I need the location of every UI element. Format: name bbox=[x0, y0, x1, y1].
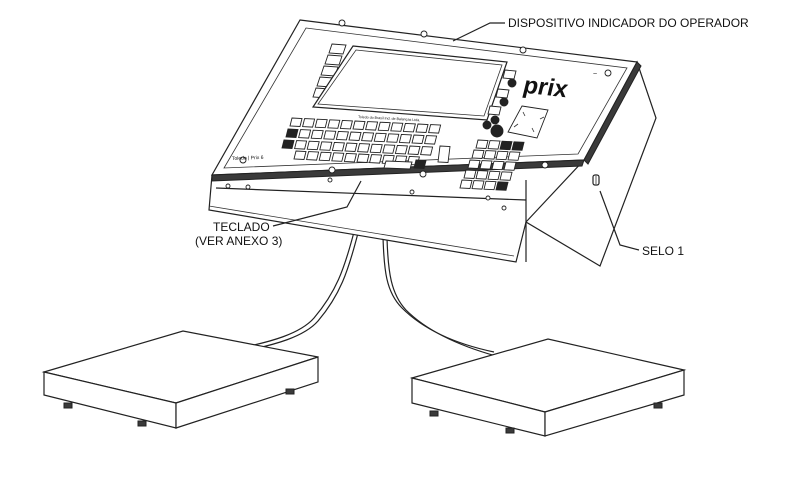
keyboard-key bbox=[487, 170, 501, 181]
keyboard-key bbox=[407, 145, 421, 155]
keyboard-key bbox=[475, 139, 489, 149]
keyboard-key bbox=[319, 141, 333, 151]
keyboard-key bbox=[507, 151, 521, 161]
keyboard-key bbox=[483, 150, 497, 160]
keyboard-key bbox=[487, 140, 501, 150]
keyboard-key bbox=[413, 159, 427, 169]
direction-pad-icon bbox=[507, 105, 549, 139]
keyboard-key bbox=[411, 134, 425, 144]
callout-keyboard: TECLADO (VER ANEXO 3) bbox=[195, 180, 362, 248]
brand-logo: prix bbox=[520, 72, 571, 103]
keyboard-key bbox=[428, 124, 442, 134]
power-button-icon bbox=[490, 124, 504, 138]
seal-screw bbox=[592, 174, 600, 186]
keyboard-key bbox=[310, 129, 324, 140]
callout-operator-indicator: DISPOSITIVO INDICADOR DO OPERADOR bbox=[452, 16, 749, 42]
keyboard-key bbox=[471, 149, 485, 159]
keyboard-key bbox=[463, 169, 477, 179]
keyboard-key bbox=[459, 179, 473, 189]
keyboard-key bbox=[335, 130, 349, 141]
keyboard-key bbox=[471, 180, 485, 190]
keyboard-key bbox=[495, 181, 509, 191]
keyboard-key bbox=[348, 131, 362, 141]
keyboard-key bbox=[306, 140, 320, 151]
keyboard-key bbox=[499, 171, 513, 181]
keyboard-key bbox=[424, 135, 438, 145]
keyboard-key bbox=[491, 160, 505, 171]
callout-seal: SELO 1 bbox=[599, 190, 684, 258]
keyboard-key bbox=[398, 133, 412, 144]
keyboard-key bbox=[339, 119, 353, 130]
keyboard-key bbox=[394, 144, 408, 155]
keyboard-key bbox=[293, 150, 307, 160]
screw-holes bbox=[225, 19, 612, 211]
keyboard-key bbox=[356, 153, 370, 163]
keyboard-key bbox=[314, 118, 328, 129]
keyboard-key bbox=[323, 130, 337, 140]
keyboard-key bbox=[382, 144, 396, 154]
keyboard-key bbox=[415, 123, 429, 133]
cable-right bbox=[382, 236, 497, 357]
keyboard-key bbox=[318, 151, 332, 162]
keyboard-key bbox=[298, 129, 312, 139]
keyboard-key bbox=[467, 159, 481, 169]
keyboard-key bbox=[344, 142, 358, 152]
keyboard-key bbox=[373, 132, 387, 143]
keyboard-key bbox=[357, 143, 371, 153]
screen-caption: Toledo do Brasil Ind. de Balanças Ltda. bbox=[358, 115, 420, 122]
keyboard-key bbox=[499, 140, 513, 151]
keyboard-key bbox=[475, 170, 489, 180]
keyboard-key bbox=[390, 122, 404, 132]
keyboard-key bbox=[377, 121, 391, 132]
keyboard-key bbox=[361, 132, 375, 142]
keyboard-key bbox=[281, 139, 295, 149]
keyboard-key bbox=[302, 118, 316, 128]
operator-indicator: Toledo do Brasil Ind. de Balanças Ltda. … bbox=[208, 19, 657, 267]
keyboard-key bbox=[511, 141, 525, 151]
label-operator-indicator: DISPOSITIVO INDICADOR DO OPERADOR bbox=[508, 16, 749, 30]
keyboard-key bbox=[306, 151, 320, 161]
keyboard-key bbox=[483, 180, 497, 191]
weighing-platform-left bbox=[41, 330, 319, 429]
keyboard-key bbox=[289, 117, 303, 127]
cable-left bbox=[239, 231, 359, 352]
keyboard-key bbox=[495, 150, 509, 161]
keyboard-key bbox=[402, 122, 416, 133]
keyboard-key bbox=[437, 145, 451, 163]
logo-mark: ~ bbox=[593, 71, 597, 78]
label-keyboard-line1: TECLADO bbox=[213, 220, 270, 234]
keyboard-key bbox=[331, 152, 345, 162]
keyboard-key bbox=[285, 128, 299, 138]
lcd-screen bbox=[311, 45, 508, 121]
keyboard-key bbox=[331, 141, 345, 152]
keyboard-key bbox=[369, 154, 383, 164]
weighing-platform-right bbox=[409, 338, 687, 437]
keyboard-key bbox=[479, 160, 493, 170]
model-plate: Toledo | Prix 6 bbox=[232, 155, 264, 162]
keyboard-key bbox=[365, 121, 379, 131]
label-seal: SELO 1 bbox=[642, 244, 684, 258]
keyboard-key bbox=[352, 120, 366, 130]
keyboard-key bbox=[327, 119, 341, 129]
keyboard-key bbox=[383, 160, 413, 170]
keyboard-key bbox=[386, 133, 400, 143]
keyboard-key bbox=[369, 143, 383, 154]
keyboard-key bbox=[503, 161, 517, 171]
keyboard-key bbox=[343, 152, 357, 163]
keyboard-key bbox=[294, 140, 308, 150]
numeric-keypad bbox=[459, 139, 525, 191]
keyboard-key bbox=[420, 146, 434, 156]
screen-side-keys bbox=[482, 69, 517, 130]
label-keyboard-line2: (VER ANEXO 3) bbox=[195, 234, 282, 248]
keyboard bbox=[281, 117, 451, 170]
